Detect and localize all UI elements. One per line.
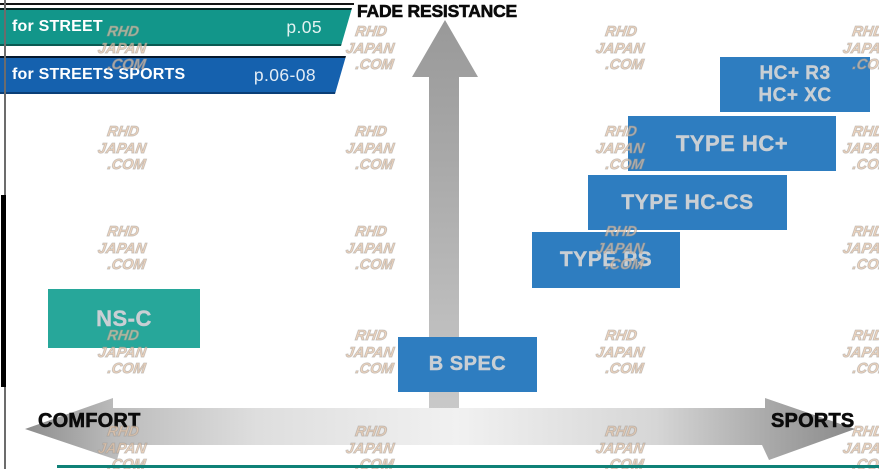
page-bottom-rule xyxy=(57,465,879,468)
banner-for-streets-sports: for STREETS SPORTS p.06-08 xyxy=(0,56,346,94)
axis-label-sports: SPORTS xyxy=(771,410,855,433)
product-box-ns-c: NS-C xyxy=(48,289,200,348)
product-label: B SPEC xyxy=(428,353,507,375)
page-edge-left-thick-line xyxy=(1,195,6,387)
product-label: HC+ XC xyxy=(758,84,832,106)
banner-for-streets-sports-label: for STREETS SPORTS xyxy=(12,66,186,83)
product-box-type-hc-cs: TYPE HC-CS xyxy=(588,175,787,230)
product-box-hc-plus-r3-xc: HC+ R3 HC+ XC xyxy=(720,57,870,112)
product-label: TYPE HC-CS xyxy=(621,190,754,214)
axis-label-comfort: COMFORT xyxy=(38,410,141,433)
product-label: NS-C xyxy=(96,305,152,331)
product-label: TYPE HC+ xyxy=(675,130,789,156)
product-label: TYPE PS xyxy=(559,248,653,271)
banner-for-streets-sports-page-ref: p.06-08 xyxy=(253,64,316,85)
product-box-type-hc-plus: TYPE HC+ xyxy=(628,116,836,171)
product-box-b-spec: B SPEC xyxy=(398,337,537,392)
banner-for-street-page-ref: p.05 xyxy=(286,16,322,37)
banner-for-street: for STREET p.05 xyxy=(0,8,352,46)
axis-label-fade-resistance: FADE RESISTANCE xyxy=(357,1,518,22)
product-label: HC+ R3 xyxy=(759,62,831,84)
product-box-type-ps: TYPE PS xyxy=(532,232,680,288)
page-edge-top-line xyxy=(0,3,354,5)
banner-for-street-label: for STREET xyxy=(12,18,103,35)
